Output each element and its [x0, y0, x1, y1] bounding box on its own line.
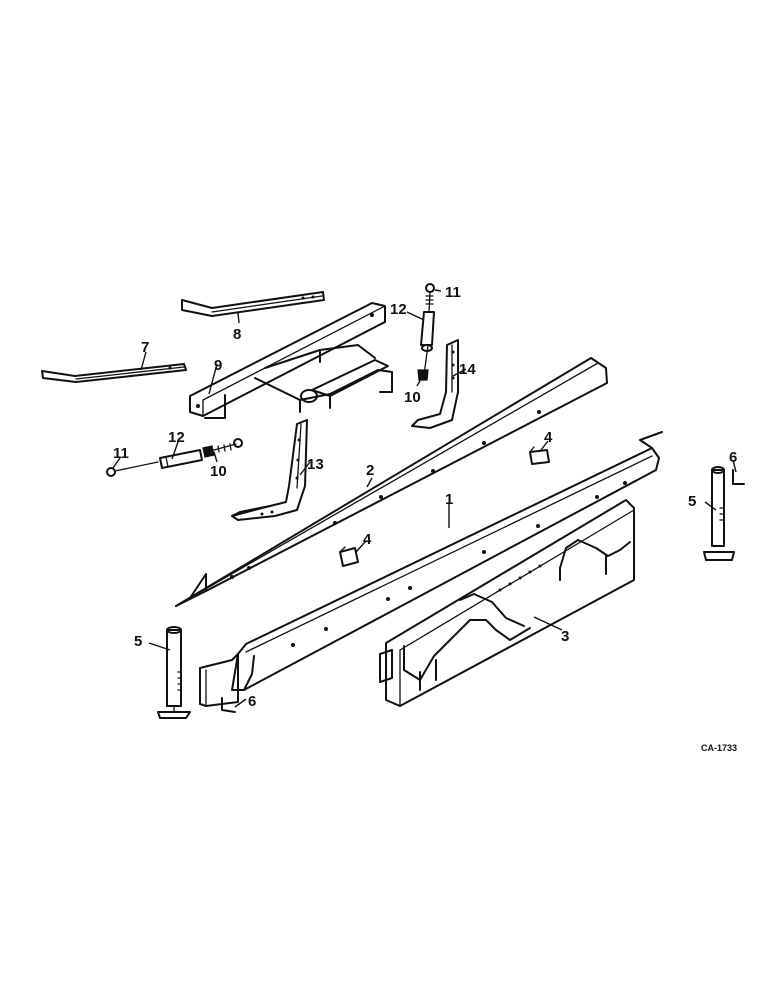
part-9-frame	[189, 302, 393, 419]
callout-3: 3	[561, 628, 569, 645]
part-12-cylinder-lower	[159, 449, 203, 469]
callout-4-right: 4	[544, 429, 553, 446]
part-7-brace	[41, 363, 187, 383]
part-4-clip-right	[529, 446, 550, 465]
part-13-bracket	[231, 419, 308, 521]
part-6-pin-left	[221, 697, 236, 713]
part-1-main-channel	[199, 431, 663, 707]
part-8-brace	[181, 291, 325, 317]
part-3-cradle	[379, 499, 635, 707]
callout-12-upper: 12	[390, 301, 407, 318]
callout-13: 13	[307, 456, 324, 473]
callout-11-upper: 11	[445, 284, 461, 301]
callout-14: 14	[459, 361, 476, 378]
part-12-cylinder-upper	[420, 311, 435, 376]
callout-4-left: 4	[363, 531, 372, 548]
callout-1: 1	[445, 491, 453, 508]
callout-10-lower: 10	[210, 463, 227, 480]
callout-7: 7	[141, 339, 149, 356]
figure-code: CA-1733	[701, 743, 737, 753]
callout-9: 9	[214, 357, 222, 374]
callout-11-lower: 11	[113, 445, 129, 462]
part-5-jack-stand-left	[157, 626, 191, 719]
callout-8: 8	[233, 326, 241, 343]
part-11-rod-end-upper	[425, 283, 435, 313]
part-2-angle-member	[175, 357, 608, 607]
callout-12-lower: 12	[168, 429, 185, 446]
part-4-clip-left	[339, 546, 359, 567]
part-10-nut-lower	[202, 438, 243, 458]
leader-lines	[112, 289, 737, 708]
part-11-rod-end-lower	[106, 461, 159, 477]
part-6-pin-right	[732, 469, 745, 485]
callout-6-right: 6	[729, 449, 737, 466]
callout-10-upper: 10	[404, 389, 421, 406]
callout-5-left: 5	[134, 633, 142, 650]
part-5-jack-stand-right	[703, 466, 735, 561]
callout-6-left: 6	[248, 693, 256, 710]
part-10-nut-upper	[417, 369, 429, 381]
callout-2: 2	[366, 462, 374, 479]
callout-5-right: 5	[688, 493, 696, 510]
part-14-bracket	[411, 339, 459, 429]
